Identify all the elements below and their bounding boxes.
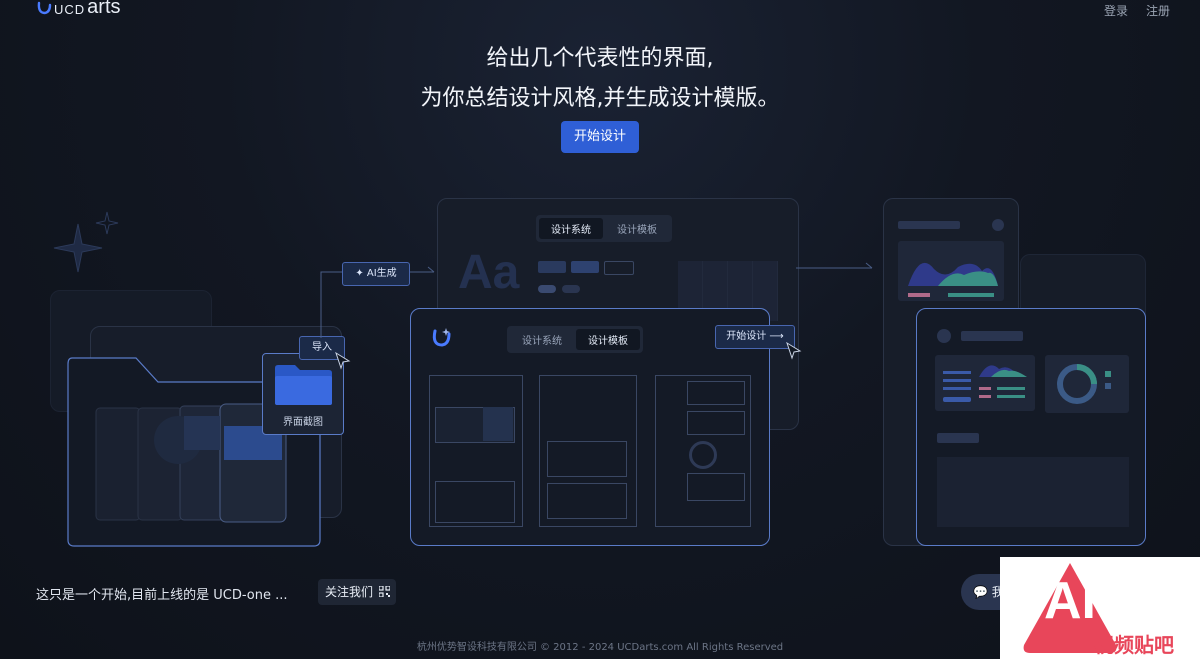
typography-sample: Aa xyxy=(458,246,520,299)
cursor-icon xyxy=(335,352,351,370)
footer-copyright: 杭州优势智设科技有限公司 © 2012 - 2024 UCDarts.com A… xyxy=(416,642,784,653)
follow-us-label: 关注我们 xyxy=(325,585,374,599)
launch-notice: 这只是一个开始,目前上线的是 UCD-one ... xyxy=(36,588,288,603)
wireframe-block xyxy=(687,381,745,405)
design-system-tabs: 设计系统 设计模板 xyxy=(536,215,672,242)
screenshot-label: 界面截图 xyxy=(283,417,323,428)
register-link[interactable]: 注册 xyxy=(1145,4,1170,18)
import-chip[interactable]: 导入 xyxy=(299,336,345,360)
watermark-ai-text: AI xyxy=(1044,572,1096,630)
wireframe-1 xyxy=(429,375,523,527)
chat-bubble-icon: 💬 xyxy=(973,585,988,599)
tab-design-template[interactable]: 设计模板 xyxy=(617,225,657,236)
login-link[interactable]: 登录 xyxy=(1103,4,1128,18)
wireframe-block xyxy=(435,481,515,523)
toggle-sample xyxy=(562,285,580,293)
dashboard-title-bar xyxy=(961,331,1023,341)
tab-design-template[interactable]: 设计模板 xyxy=(576,329,640,350)
connector-right xyxy=(796,262,873,269)
wireframe-donut xyxy=(689,441,717,469)
template-tabs: 设计系统 设计模板 xyxy=(507,326,643,353)
color-swatch xyxy=(538,261,566,273)
watermark-subtitle: 视频贴吧 xyxy=(1094,633,1174,657)
dashboard-table xyxy=(937,457,1129,527)
dashboard-section-bar xyxy=(937,433,979,443)
hero-title-line1: 给出几个代表性的界面, xyxy=(486,46,714,71)
mobile-area-chart xyxy=(898,241,1004,301)
template-panel: 设计系统 设计模板 开始设计 ⟶ xyxy=(410,308,795,546)
ai-sparkle-icon: ✦ xyxy=(355,268,367,279)
top-nav: 登录 注册 xyxy=(1104,2,1170,19)
wireframe-block xyxy=(687,411,745,435)
qr-code-icon xyxy=(379,586,390,597)
ai-generate-label: AI生成 xyxy=(366,268,397,279)
start-design-label: 开始设计 xyxy=(726,331,767,342)
color-swatch xyxy=(571,261,599,273)
wireframe-block xyxy=(687,473,745,501)
dashboard-preview-panel xyxy=(916,308,1146,546)
tab-design-system[interactable]: 设计系统 xyxy=(539,218,603,239)
start-design-button[interactable]: 开始设计 xyxy=(561,121,639,153)
color-swatch xyxy=(604,261,634,275)
wireframe-block xyxy=(547,441,627,477)
arrow-right-icon: ⟶ xyxy=(769,331,784,342)
folder-small-icon xyxy=(275,365,332,405)
wireframe-3 xyxy=(655,375,751,527)
connector-left xyxy=(320,266,435,338)
toggle-sample xyxy=(538,285,556,293)
sparkle-icon xyxy=(53,211,119,273)
dashboard-chart-card xyxy=(935,355,1035,411)
dashboard-donut-card xyxy=(1045,355,1129,413)
hero-title-line2: 为你总结设计风格,并生成设计模版。 xyxy=(420,86,780,111)
workflow-illustration: 界面截图 导入 ✦ AI生成 设计系统 设计模板 Aa xyxy=(0,190,1200,560)
wireframe-2 xyxy=(539,375,637,527)
wireframe-block xyxy=(547,483,627,519)
start-design-chip[interactable]: 开始设计 ⟶ xyxy=(715,325,795,349)
ai-generate-chip[interactable]: ✦ AI生成 xyxy=(342,262,410,286)
mobile-avatar xyxy=(992,219,1004,231)
cursor-icon xyxy=(786,342,802,360)
hero-section: 给出几个代表性的界面, 为你总结设计风格,并生成设计模版。 xyxy=(0,40,1200,112)
logo-mark-icon xyxy=(37,1,52,14)
follow-us-button[interactable]: 关注我们 xyxy=(318,579,396,605)
tab-design-system[interactable]: 设计系统 xyxy=(522,336,562,347)
screenshot-card: 界面截图 xyxy=(262,353,344,435)
wireframe-accent xyxy=(483,407,513,441)
watermark-overlay: AI 视频贴吧 xyxy=(1000,557,1200,659)
mobile-title-bar xyxy=(898,221,960,229)
ucd-logo-icon xyxy=(432,328,451,347)
watermark-logo-icon xyxy=(1023,563,1117,653)
brand-arts: arts xyxy=(87,0,121,18)
dashboard-avatar xyxy=(937,329,951,343)
brand-ucd: UCD xyxy=(54,2,86,17)
